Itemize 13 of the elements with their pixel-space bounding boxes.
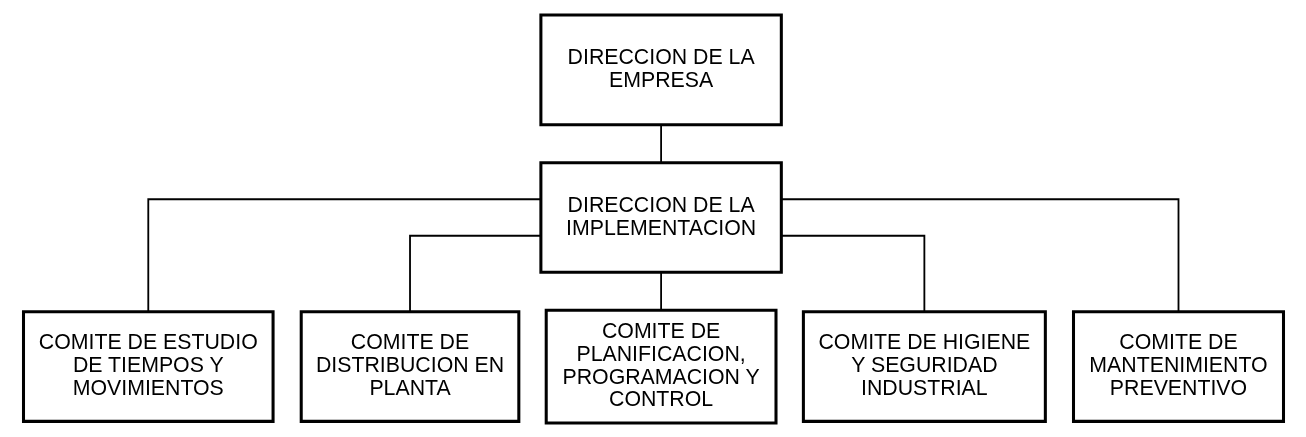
connector bbox=[659, 123, 662, 163]
node-box: DIRECCION DE LA IMPLEMENTACION bbox=[538, 160, 783, 274]
node-box: COMITE DE DISTRIBUCION EN PLANTA bbox=[299, 309, 520, 423]
connector bbox=[780, 234, 925, 312]
connector bbox=[408, 234, 542, 312]
connector bbox=[780, 197, 1179, 313]
node-box: COMITE DE PLANIFICACION, PROGRAMACION Y CONTROL bbox=[544, 308, 777, 424]
node-box: COMITE DE HIGIENE Y SEGURIDAD INDUSTRIAL bbox=[801, 309, 1047, 423]
connector bbox=[146, 197, 542, 313]
connector bbox=[659, 271, 662, 311]
node-box: DIRECCION DE LA EMPRESA bbox=[538, 13, 783, 126]
node-box: COMITE DE MANTENIMIENTO PREVENTIVO bbox=[1071, 309, 1285, 423]
node-box: COMITE DE ESTUDIO DE TIEMPOS Y MOVIMIENTOS bbox=[21, 309, 275, 423]
